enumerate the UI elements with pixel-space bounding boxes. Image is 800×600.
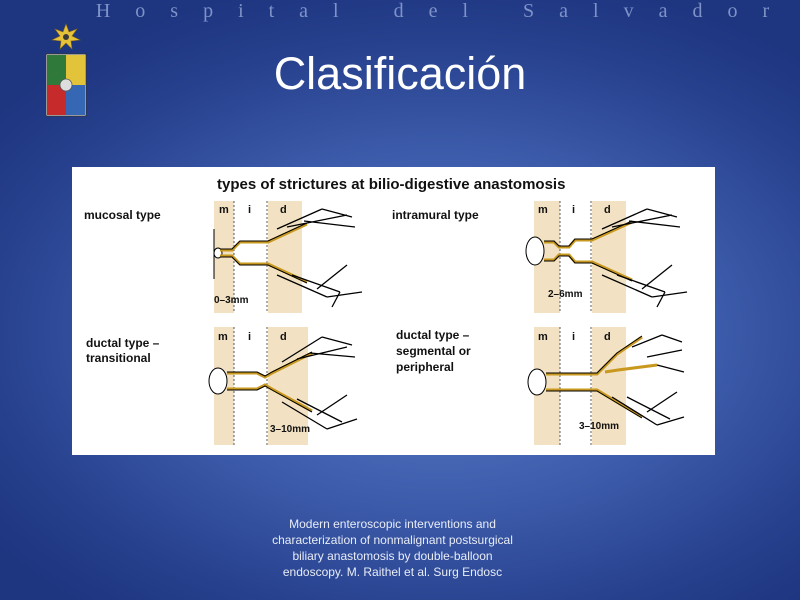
size-label: 0–3mm bbox=[214, 295, 249, 306]
svg-text:d: d bbox=[604, 331, 611, 343]
size-label: 3–10mm bbox=[579, 421, 619, 432]
ductal-segmental-diagram: ductal type – segmental or peripheral m … bbox=[396, 327, 685, 445]
ductal-transitional-diagram: ductal type – transitional m i d 3–10mm bbox=[86, 327, 358, 445]
type-label-line2: transitional bbox=[86, 351, 151, 365]
svg-text:d: d bbox=[604, 204, 611, 216]
type-label-line3: peripheral bbox=[396, 360, 454, 374]
lumen bbox=[527, 368, 547, 396]
strictures-figure: types of strictures at bilio-digestive a… bbox=[72, 167, 715, 455]
svg-text:i: i bbox=[572, 204, 575, 216]
duct-lower bbox=[220, 254, 308, 284]
zone-i bbox=[235, 201, 267, 313]
svg-text:m: m bbox=[538, 331, 548, 343]
slide-title: Clasificación bbox=[273, 48, 527, 99]
zone-d bbox=[268, 327, 308, 445]
lumen bbox=[525, 236, 545, 266]
hospital-banner: Hospital del Salvador bbox=[95, 0, 795, 22]
intramural-type-diagram: intramural type m i d 2–6mm bbox=[392, 201, 688, 313]
zone-i bbox=[561, 327, 591, 445]
zone-d bbox=[592, 327, 626, 445]
svg-text:m: m bbox=[219, 204, 229, 216]
star-emblem-icon bbox=[50, 23, 82, 50]
university-crest-logo bbox=[45, 23, 87, 117]
type-label: ductal type – bbox=[86, 336, 160, 350]
svg-text:i: i bbox=[572, 331, 575, 343]
svg-text:i: i bbox=[248, 204, 251, 216]
size-label: 3–10mm bbox=[270, 424, 310, 435]
type-label: ductal type – bbox=[396, 328, 470, 342]
lumen bbox=[208, 367, 228, 395]
size-label: 2–6mm bbox=[548, 289, 583, 300]
svg-text:m: m bbox=[538, 204, 548, 216]
citation-text: Modern enteroscopic interventions and ch… bbox=[272, 517, 513, 579]
svg-text:d: d bbox=[280, 204, 287, 216]
svg-text:d: d bbox=[280, 331, 287, 343]
type-label: mucosal type bbox=[84, 208, 161, 222]
figure-heading: types of strictures at bilio-digestive a… bbox=[217, 176, 565, 193]
type-label-line2: segmental or bbox=[396, 344, 471, 358]
zone-i bbox=[561, 201, 591, 313]
duct-upper bbox=[220, 222, 308, 252]
mucosal-type-diagram: mucosal type m i d 0–3mm bbox=[84, 201, 363, 313]
svg-text:i: i bbox=[248, 331, 251, 343]
svg-text:m: m bbox=[218, 331, 228, 343]
type-label: intramural type bbox=[392, 208, 479, 222]
zone-d bbox=[268, 201, 302, 313]
zone-d bbox=[592, 201, 626, 313]
